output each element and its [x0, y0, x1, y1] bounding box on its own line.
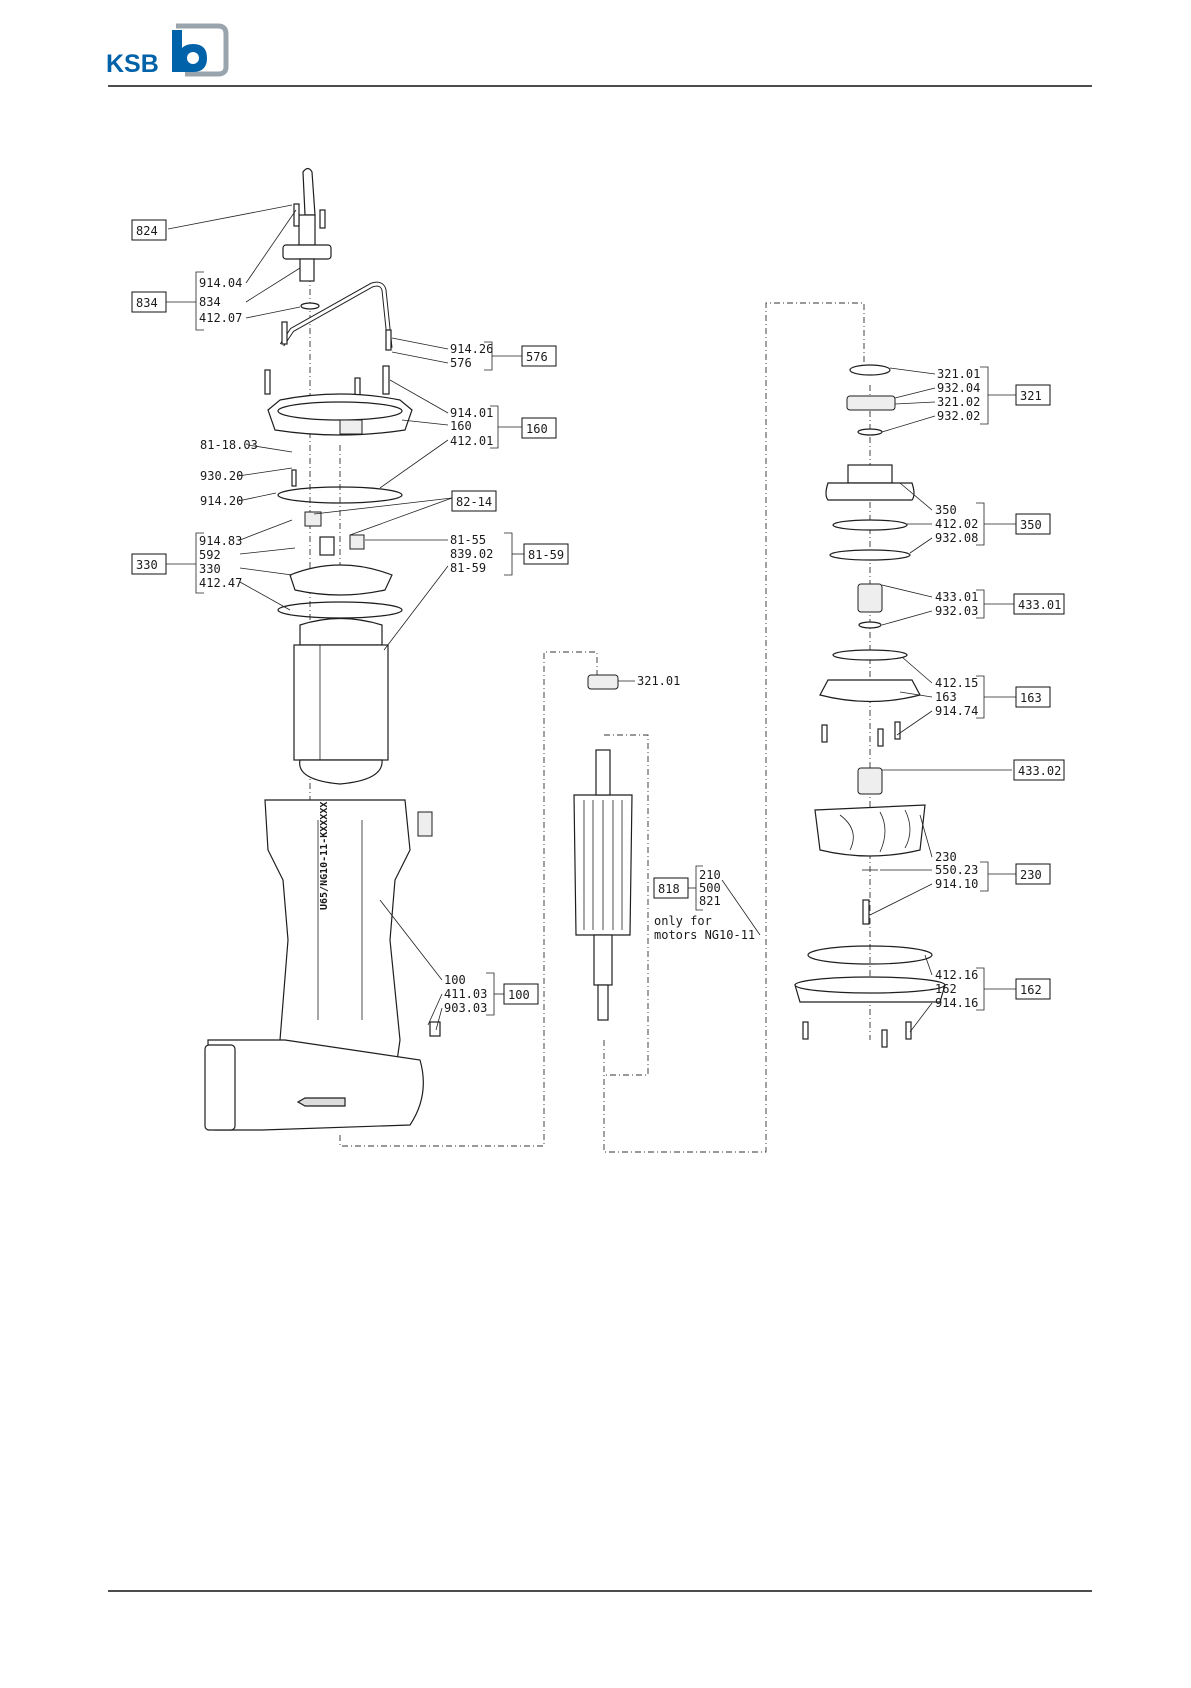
- part-412-02: 412.02: [935, 517, 978, 531]
- box-162: 162: [1015, 978, 1051, 1000]
- box-81-59-label: 81-59: [528, 548, 564, 562]
- part-576: 576: [450, 356, 472, 370]
- impeller-230: [814, 804, 926, 925]
- part-932-04: 932.04: [937, 381, 980, 395]
- seal-housing-163: [819, 649, 921, 747]
- part-821: 821: [699, 894, 721, 908]
- part-914-83: 914.83: [199, 534, 242, 548]
- note-line-2: motors NG10-11: [654, 928, 755, 942]
- part-412-15: 412.15: [935, 676, 978, 690]
- box-350-label: 350: [1020, 518, 1042, 532]
- part-839-02: 839.02: [450, 547, 493, 561]
- box-576: 576: [521, 345, 557, 367]
- box-330: 330: [131, 532, 204, 594]
- bearing-stack: [846, 364, 896, 436]
- ksb-logo: KSB: [106, 23, 229, 78]
- suction-cover-162: [794, 945, 946, 1048]
- box-230-label: 230: [1020, 868, 1042, 882]
- box-834: 834: [131, 271, 204, 331]
- part-163: 163: [935, 690, 957, 704]
- casing-stamp: U65/NG10-11-KXXXXX: [319, 802, 330, 910]
- box-163: 163: [1015, 686, 1051, 708]
- part-914-10: 914.10: [935, 877, 978, 891]
- box-433-02-label: 433.02: [1018, 764, 1061, 778]
- box-321: 321: [1015, 384, 1051, 406]
- motor-housing-100: U65/NG10-11-KXXXXX: [204, 799, 441, 1131]
- motor-top-cover: [264, 321, 413, 504]
- mechanical-seal-433-01: [857, 583, 883, 629]
- part-914-74: 914.74: [935, 704, 978, 718]
- part-550-23: 550.23: [935, 863, 978, 877]
- leader-lines: [167, 204, 1012, 1033]
- ksb-logo-text: KSB: [106, 50, 159, 78]
- cable-bracket: [279, 281, 393, 349]
- box-818-label: 818: [658, 882, 680, 896]
- part-412-47: 412.47: [199, 576, 242, 590]
- rotor-assembly: [573, 674, 633, 1021]
- box-160: 160: [521, 417, 557, 439]
- box-160-label: 160: [526, 422, 548, 436]
- box-321-label: 321: [1020, 389, 1042, 403]
- box-82-14: 82-14: [451, 490, 497, 512]
- part-412-07: 412.07: [199, 311, 242, 325]
- box-433-02: 433.02: [1013, 759, 1065, 781]
- box-82-14-label: 82-14: [456, 495, 492, 509]
- box-81-59: 81-59: [523, 543, 569, 565]
- box-824: 824: [131, 219, 167, 241]
- part-932-03: 932.03: [935, 604, 978, 618]
- part-834: 834: [199, 295, 221, 309]
- part-412-01: 412.01: [450, 434, 493, 448]
- part-592: 592: [199, 548, 221, 562]
- part-914-26: 914.26: [450, 342, 493, 356]
- part-321-01-rotor: 321.01: [637, 674, 680, 688]
- part-914-04: 914.04: [199, 276, 242, 290]
- cable-entry-assembly: [282, 167, 332, 310]
- part-903-03: 903.03: [444, 1001, 487, 1015]
- part-350: 350: [935, 503, 957, 517]
- box-834-label: 834: [136, 296, 158, 310]
- box-576-label: 576: [526, 350, 548, 364]
- part-162: 162: [935, 982, 957, 996]
- part-932-02: 932.02: [937, 409, 980, 423]
- part-160: 160: [450, 419, 472, 433]
- part-321-01: 321.01: [937, 367, 980, 381]
- box-162-label: 162: [1020, 983, 1042, 997]
- part-433-01: 433.01: [935, 590, 978, 604]
- part-411-03: 411.03: [444, 987, 487, 1001]
- part-210: 210: [699, 868, 721, 882]
- part-81-55: 81-55: [450, 533, 486, 547]
- part-100: 100: [444, 973, 466, 987]
- part-330: 330: [199, 562, 221, 576]
- part-932-08: 932.08: [935, 531, 978, 545]
- box-100: 100: [503, 983, 539, 1005]
- box-330-label: 330: [136, 558, 158, 572]
- box-433-01: 433.01: [1013, 593, 1065, 615]
- note-line-1: only for: [654, 914, 712, 928]
- part-230: 230: [935, 850, 957, 864]
- stator: [293, 617, 389, 785]
- box-433-01-label: 433.01: [1018, 598, 1061, 612]
- part-914-20: 914.20: [200, 494, 243, 508]
- mechanical-seal-433-02: [857, 767, 883, 795]
- box-230: 230: [1015, 863, 1051, 885]
- part-914-01: 914.01: [450, 406, 493, 420]
- box-163-label: 163: [1020, 691, 1042, 705]
- part-321-02: 321.02: [937, 395, 980, 409]
- box-350: 350: [1015, 513, 1051, 535]
- part-81-59: 81-59: [450, 561, 486, 575]
- part-930-20: 930.20: [200, 469, 243, 483]
- box-824-label: 824: [136, 224, 158, 238]
- bearing-bracket-350: [825, 464, 915, 561]
- part-81-18-03: 81-18.03: [200, 438, 258, 452]
- box-818: 818: [653, 865, 703, 911]
- part-914-16: 914.16: [935, 996, 978, 1010]
- part-500: 500: [699, 881, 721, 895]
- part-412-16: 412.16: [935, 968, 978, 982]
- box-100-label: 100: [508, 988, 530, 1002]
